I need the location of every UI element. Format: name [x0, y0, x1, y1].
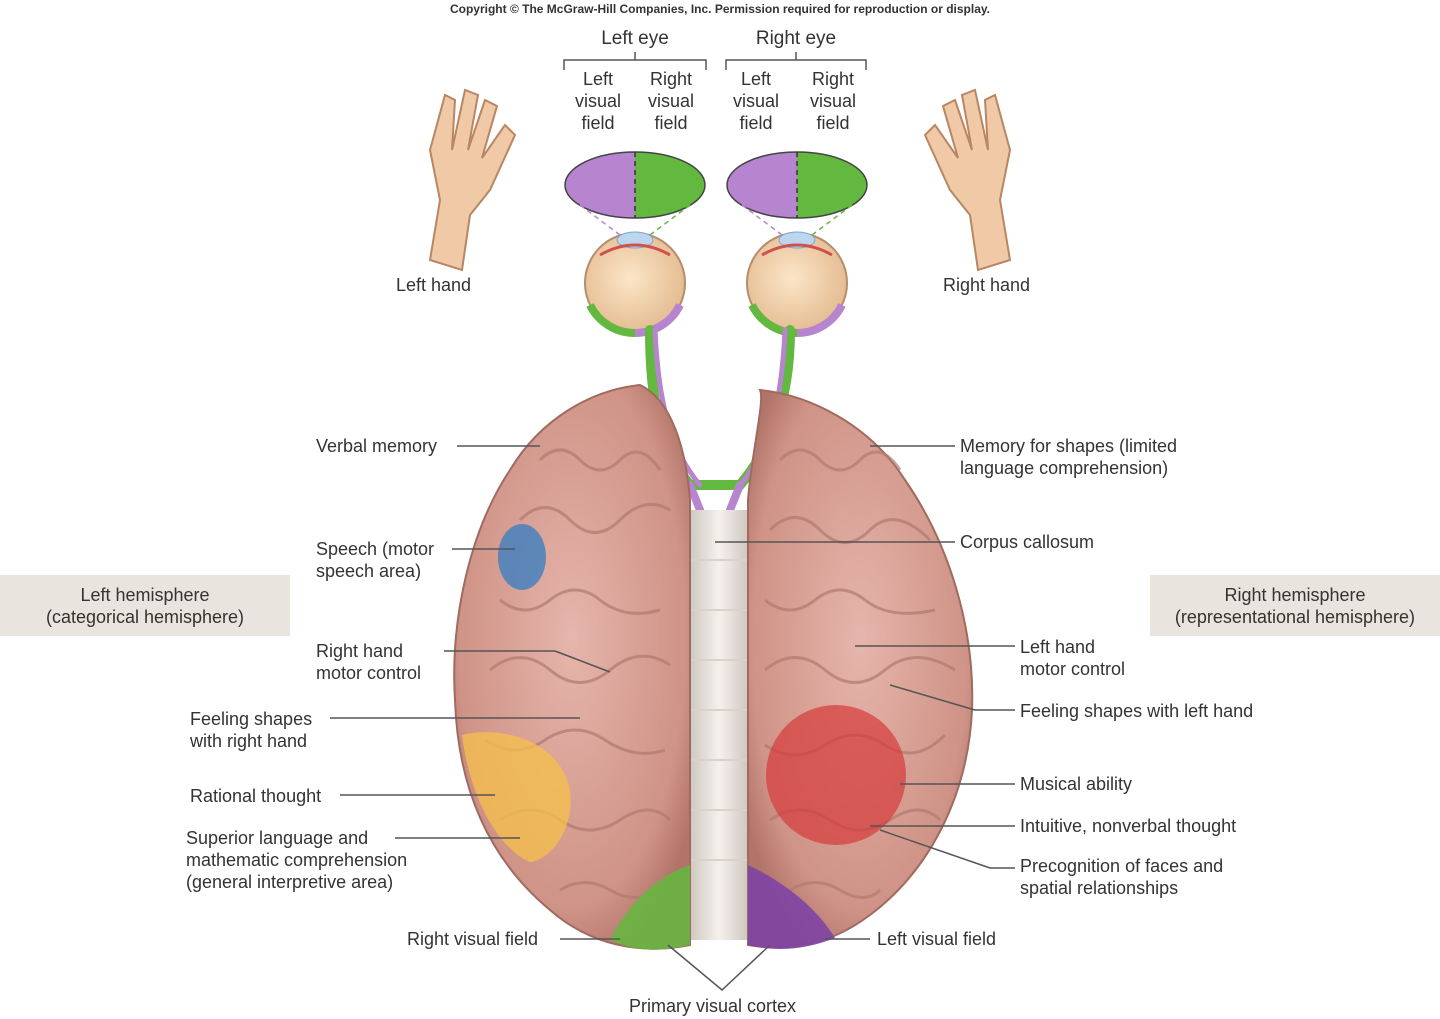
right-eyeball: [746, 231, 848, 338]
left-eyeball: [584, 231, 686, 338]
left-eye-right-visual-field-label: Right visual field: [647, 69, 695, 133]
corpus-callosum-shape: [690, 510, 748, 940]
right-eye-left-visual-field-label: Left visual field: [732, 69, 780, 133]
corpus-callosum-label: Corpus callosum: [960, 532, 1095, 552]
right-hemisphere-label: Right hemisphere (representational hemis…: [1150, 575, 1440, 636]
superior-language-label: Superior language and mathematic compreh…: [186, 828, 408, 892]
corpus-callosum-fibers: [690, 559, 748, 861]
right-hand-motor-label: Right hand motor control: [316, 641, 422, 683]
left-eye-visual-field-ellipse: [564, 151, 706, 219]
feeling-shapes-right-label: Feeling shapes with right hand: [190, 709, 313, 751]
right-visual-cortex-area: [748, 865, 835, 950]
left-hand-label: Left hand: [396, 275, 472, 295]
memory-shapes-label: Memory for shapes (limited language comp…: [960, 436, 1178, 478]
primary-visual-cortex-label: Primary visual cortex: [629, 996, 797, 1016]
rational-thought-label: Rational thought: [190, 786, 322, 806]
left-hand-drawing: [428, 88, 517, 272]
speech-label: Speech (motor speech area): [316, 539, 435, 581]
left-hemisphere-label: Left hemisphere (categorical hemisphere): [0, 575, 290, 636]
left-visual-cortex-area: [610, 865, 690, 950]
copyright-notice: Copyright © The McGraw-Hill Companies, I…: [449, 2, 991, 16]
left-eye-bracket: [563, 52, 707, 70]
right-eye-label: Right eye: [755, 28, 837, 49]
precognition-label: Precognition of faces and spatial relati…: [1020, 856, 1224, 898]
left-hemisphere-shape: [453, 383, 691, 950]
visual-cortex-leader: [667, 944, 771, 992]
left-hand-motor-label: Left hand motor control: [1020, 637, 1126, 679]
left-eye-label: Left eye: [601, 28, 669, 49]
speech-area: [498, 524, 546, 590]
right-hand-label: Right hand: [943, 275, 1031, 295]
right-hemisphere-shape: [747, 388, 974, 949]
left-eye-left-visual-field-label: Left visual field: [574, 69, 622, 133]
verbal-memory-label: Verbal memory: [316, 436, 438, 456]
left-visual-field-label: Left visual field: [877, 929, 997, 949]
right-eye-visual-field-ellipse: [726, 151, 868, 219]
right-eye-bracket: [725, 52, 867, 70]
right-leader-lines: [715, 445, 1015, 940]
feeling-shapes-left-label: Feeling shapes with left hand: [1020, 701, 1254, 721]
language-area: [462, 732, 571, 862]
right-hand-drawing: [923, 88, 1012, 272]
left-leader-lines: [330, 445, 620, 940]
right-visual-field-label: Right visual field: [407, 929, 539, 949]
musical-ability-label: Musical ability: [1020, 774, 1133, 794]
musical-ability-area: [766, 705, 906, 845]
right-eye-right-visual-field-label: Right visual field: [809, 69, 857, 133]
intuitive-thought-label: Intuitive, nonverbal thought: [1020, 816, 1237, 836]
light-rays: [579, 204, 853, 251]
